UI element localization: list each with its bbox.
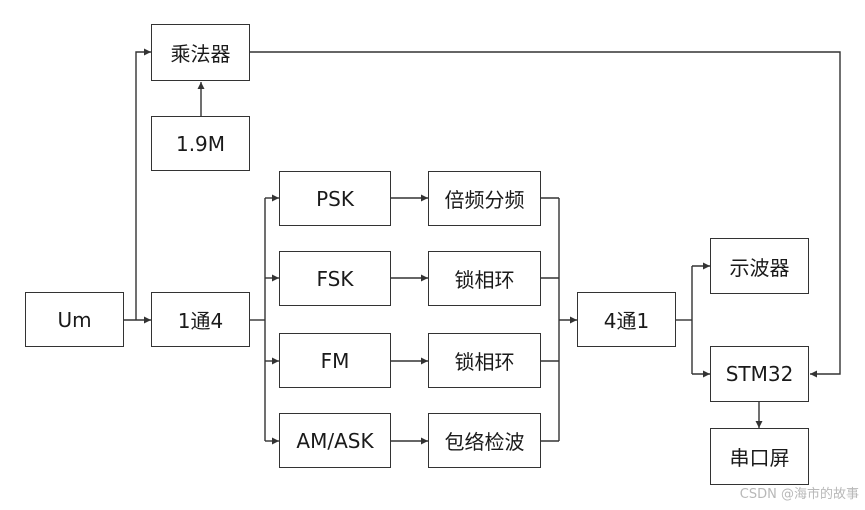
- fm-block: FM: [279, 333, 391, 388]
- edge-um-multiplier: [135, 48, 151, 320]
- oscilloscope-block: 示波器: [710, 238, 809, 294]
- multiplier-block: 乘法器: [151, 24, 250, 81]
- am-ask-block: AM/ASK: [279, 413, 391, 468]
- envelope-detector-block: 包络检波: [428, 413, 541, 468]
- um-source-block: Um: [25, 292, 124, 347]
- frequency-1-9m-block: 1.9M: [151, 116, 250, 171]
- psk-block: PSK: [279, 171, 391, 226]
- mux-4to1-block: 4通1: [577, 292, 676, 347]
- pll-block-1: 锁相环: [428, 251, 541, 306]
- stm32-block: STM32: [710, 346, 809, 402]
- freq-multiply-divide-block: 倍频分频: [428, 171, 541, 226]
- pll-block-2: 锁相环: [428, 333, 541, 388]
- demux-1to4-block: 1通4: [151, 292, 250, 347]
- watermark: CSDN @海市的故事: [739, 487, 859, 502]
- serial-screen-block: 串口屏: [710, 428, 809, 485]
- fsk-block: FSK: [279, 251, 391, 306]
- edge-multiplier-stm32: [250, 51, 841, 378]
